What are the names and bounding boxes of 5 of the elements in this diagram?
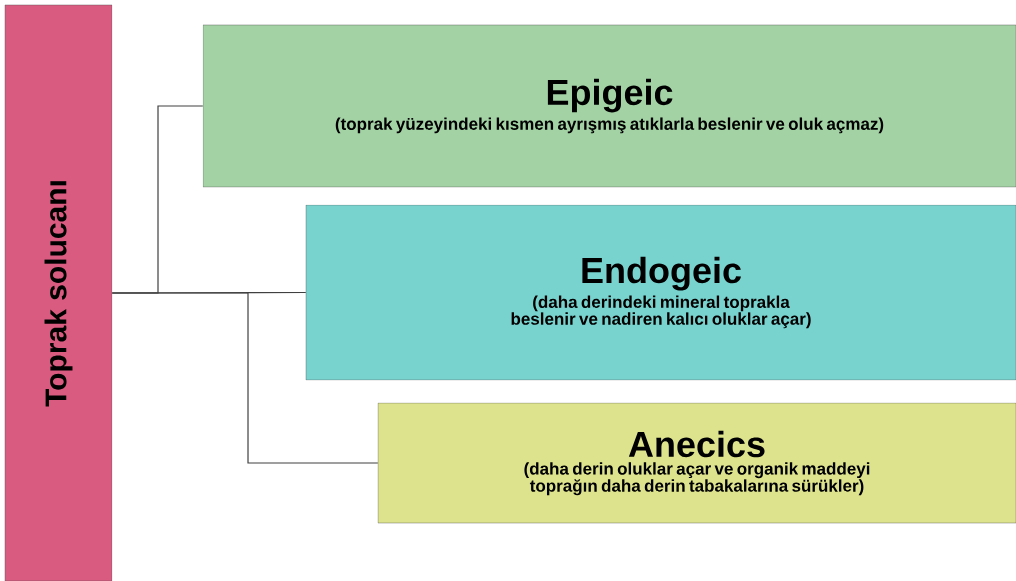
type-box: Anecics (daha derin oluklar açar ve organik maddeyi toprağın daha derin tabakalarına sürükler) [377,402,1016,524]
type-box: Epigeic (toprak yüzeyindeki kısmen ayrışmış atıklarla beslenir ve oluk açmaz) [202,24,1016,188]
connector-line [111,292,379,464]
category-box: Toprak solucanı [4,4,113,581]
type-box: Endogeic (daha derindeki mineral toprakla beslenir ve nadiren kalıcı oluklar açar) [305,204,1016,381]
